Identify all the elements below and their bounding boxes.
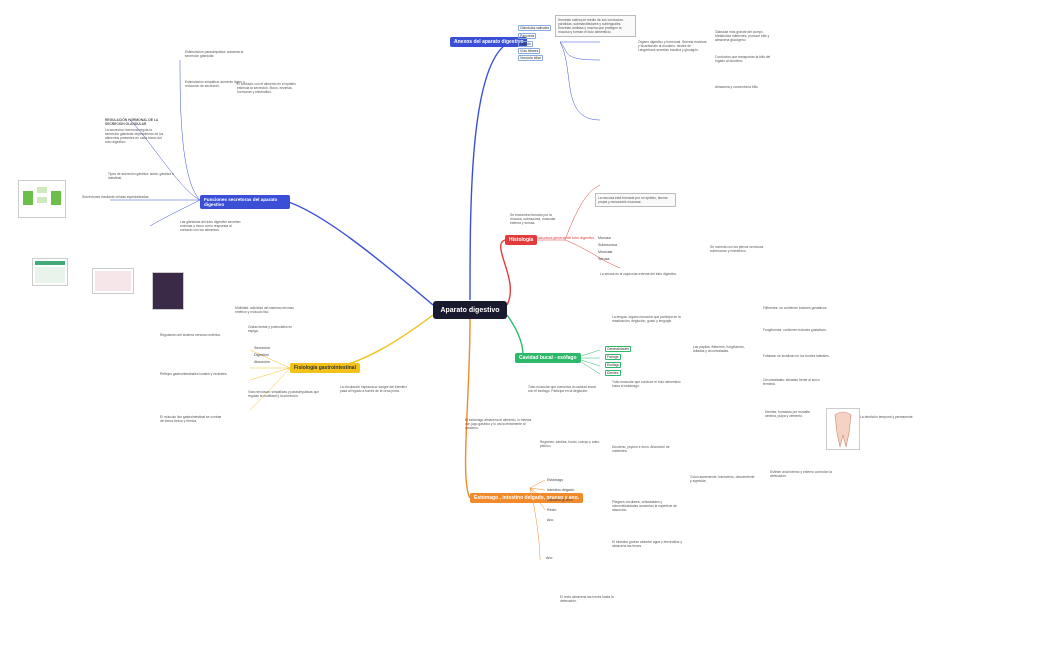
note-recto: El recto almacena las heces hasta la def… (560, 595, 614, 604)
sub-salivales[interactable]: Glándulas salivales (518, 25, 552, 31)
sub-esofago[interactable]: Esófago (605, 362, 622, 368)
diagram-thumbnail (18, 180, 66, 218)
note-grueso: El intestino grueso absorbe agua y elect… (612, 540, 683, 549)
image-thumbnail (152, 272, 184, 310)
note-filiformes: Filiformes: no contienen botones gustati… (763, 306, 828, 310)
sub-muscular[interactable]: Muscular (598, 250, 613, 254)
sub-recto[interactable]: Recto (547, 508, 557, 512)
note-dientes: Dientes: formados por esmalte, dentina, … (765, 410, 811, 419)
sub-ano[interactable]: Ano (547, 518, 554, 522)
sub-submucosa[interactable]: Submucosa (598, 243, 617, 247)
note-vesicula: Almacena y concentra la bilis. (715, 85, 759, 89)
branch-fisiologia[interactable]: Fisiología gastrointestinal (290, 363, 360, 373)
sub-intestino-grueso[interactable]: Intestino grueso (547, 498, 573, 502)
note-esfinteres: Esfínter anal interno y externo controla… (770, 470, 832, 479)
branch-funciones[interactable]: Funciones secretoras del aparato digesti… (200, 195, 290, 209)
sub-secrecion[interactable]: Secreción (254, 346, 270, 350)
note-vias: Conductos que transportan la bilis del h… (715, 55, 771, 64)
sub-intestino-delgado[interactable]: Intestino delgado (547, 488, 575, 492)
sub-vias-biliares[interactable]: Vías biliares (518, 48, 541, 54)
note-esofago: Tubo muscular que conduce el bolo alimen… (612, 380, 681, 389)
list-icon (95, 271, 131, 291)
note-contacto: El contacto con el alimento en el epitel… (237, 82, 296, 95)
note-pancreas: Órgano digestivo y hormonal. Secreta enz… (638, 40, 707, 53)
chart-thumbnail (92, 268, 134, 294)
note-estomago: El estómago almacena el alimento, lo mez… (465, 418, 532, 431)
branch-cavidad[interactable]: Cavidad bucal - esófago (515, 353, 581, 363)
note-duodeno: Duodeno, yeyuno e íleon. Absorción de nu… (612, 445, 670, 454)
flow-diagram-icon (23, 187, 61, 205)
sub-ano-leaf[interactable]: Ano (546, 556, 553, 560)
sub-absorcion[interactable]: Absorción (254, 360, 270, 364)
note-foliadas: Foliadas: se localizan en los bordes lat… (763, 354, 830, 358)
sub-pancreas[interactable]: Páncreas (518, 33, 537, 39)
note-descripcion-funciones: Las glándulas del tubo digestivo secreta… (180, 220, 241, 233)
note-denticion: La dentición temporal y permanente. (860, 415, 914, 419)
tooth-image (826, 408, 860, 450)
sub-estomago[interactable]: Estómago (547, 478, 564, 482)
note-lengua: La lengua: órgano muscular que participa… (612, 315, 681, 324)
note-circunvaladas: Circunvaladas: situadas frente al surco … (763, 378, 820, 387)
note-motilidad: Motilidad: actividad del sistema nervios… (235, 306, 295, 315)
sub-generalidades[interactable]: Generalidades (605, 346, 632, 352)
note-colon: Colon ascendente, transverso, descendent… (690, 475, 755, 484)
note-salivales: Secretan saliva por medio de sus conduct… (555, 15, 636, 38)
note-serosa: La serosa es la capa más externa del tub… (600, 272, 677, 276)
table-thumbnail (32, 258, 68, 286)
sub-vesicula[interactable]: Vesícula biliar (518, 55, 543, 61)
sub-serosa[interactable]: Serosa (598, 257, 610, 261)
sub-dientes[interactable]: Dientes (605, 370, 621, 376)
note-vellosidades: Pliegues circulares, vellosidades y micr… (612, 500, 677, 513)
note-mecanismos: Estimulación simpática: aumento ligero o… (185, 80, 245, 89)
note-secreciones: Secreciones mediante células especializa… (82, 195, 150, 199)
note-secrecion-glandular: La secreción hormonal regula la secreció… (105, 128, 164, 145)
tooth-icon (834, 411, 852, 448)
table-icon (35, 261, 65, 283)
sub-higado[interactable]: Hígado (518, 41, 533, 47)
note-reflejos: Reflejos gastrointestinales locales y ce… (160, 372, 228, 376)
note-fungiformes: Fungiformes: contienen botones gustativo… (763, 328, 827, 332)
central-topic[interactable]: Aparato digestivo (433, 301, 507, 319)
note-capas: La mucosa está formada por un epitelio, … (595, 193, 676, 208)
sub-faringe[interactable]: Faringe (605, 354, 621, 360)
sub-estructura-general[interactable]: Estructura general del tubo digestivo (536, 236, 595, 240)
branch-histologia[interactable]: Histología (505, 235, 538, 245)
note-regiones: Regiones: cardias, fondo, cuerpo y antro… (540, 440, 600, 449)
branch-anexos[interactable]: Anexos del aparato digestivo (450, 37, 528, 47)
note-plexo: Se conecta con los plexos nerviosos subm… (710, 245, 764, 254)
note-irrigacion: La circulación esplácnica: sangre del in… (340, 385, 408, 394)
sub-digestion[interactable]: Digestión (254, 353, 269, 357)
note-tipos: Tipos de secreción gástrica: ácida, gást… (108, 172, 174, 181)
note-papilas: Las papilas: filiformes, fungiformes, fo… (693, 345, 745, 354)
note-histologia-intro: Se encuentra formado por la mucosa, subm… (510, 213, 556, 226)
sub-mucosa[interactable]: Mucosa (598, 236, 611, 240)
note-faringe: Tubo muscular que comunica la cavidad bu… (528, 385, 596, 394)
note-regulacion-entero: Regulación del sistema nervioso entérico… (160, 333, 222, 337)
note-higado: Glándula más grande del cuerpo. Metaboli… (715, 30, 770, 43)
note-ondas: Ondas lentas y potenciales en espiga. (248, 325, 293, 334)
note-estimulacion: Estimulación parasimpática: aumenta la s… (185, 50, 244, 59)
note-musculo: El músculo liso gastrointestinal se cont… (160, 415, 222, 424)
note-regulacion: REGULACIÓN HORMONAL DE LA SECRECIÓN GLAN… (105, 118, 159, 127)
branch-estomago[interactable]: Estómago , intestino delgado, grueso y a… (470, 493, 584, 503)
note-vias-nerviosas: Vías nerviosas: simpáticas y parasimpáti… (248, 390, 320, 399)
